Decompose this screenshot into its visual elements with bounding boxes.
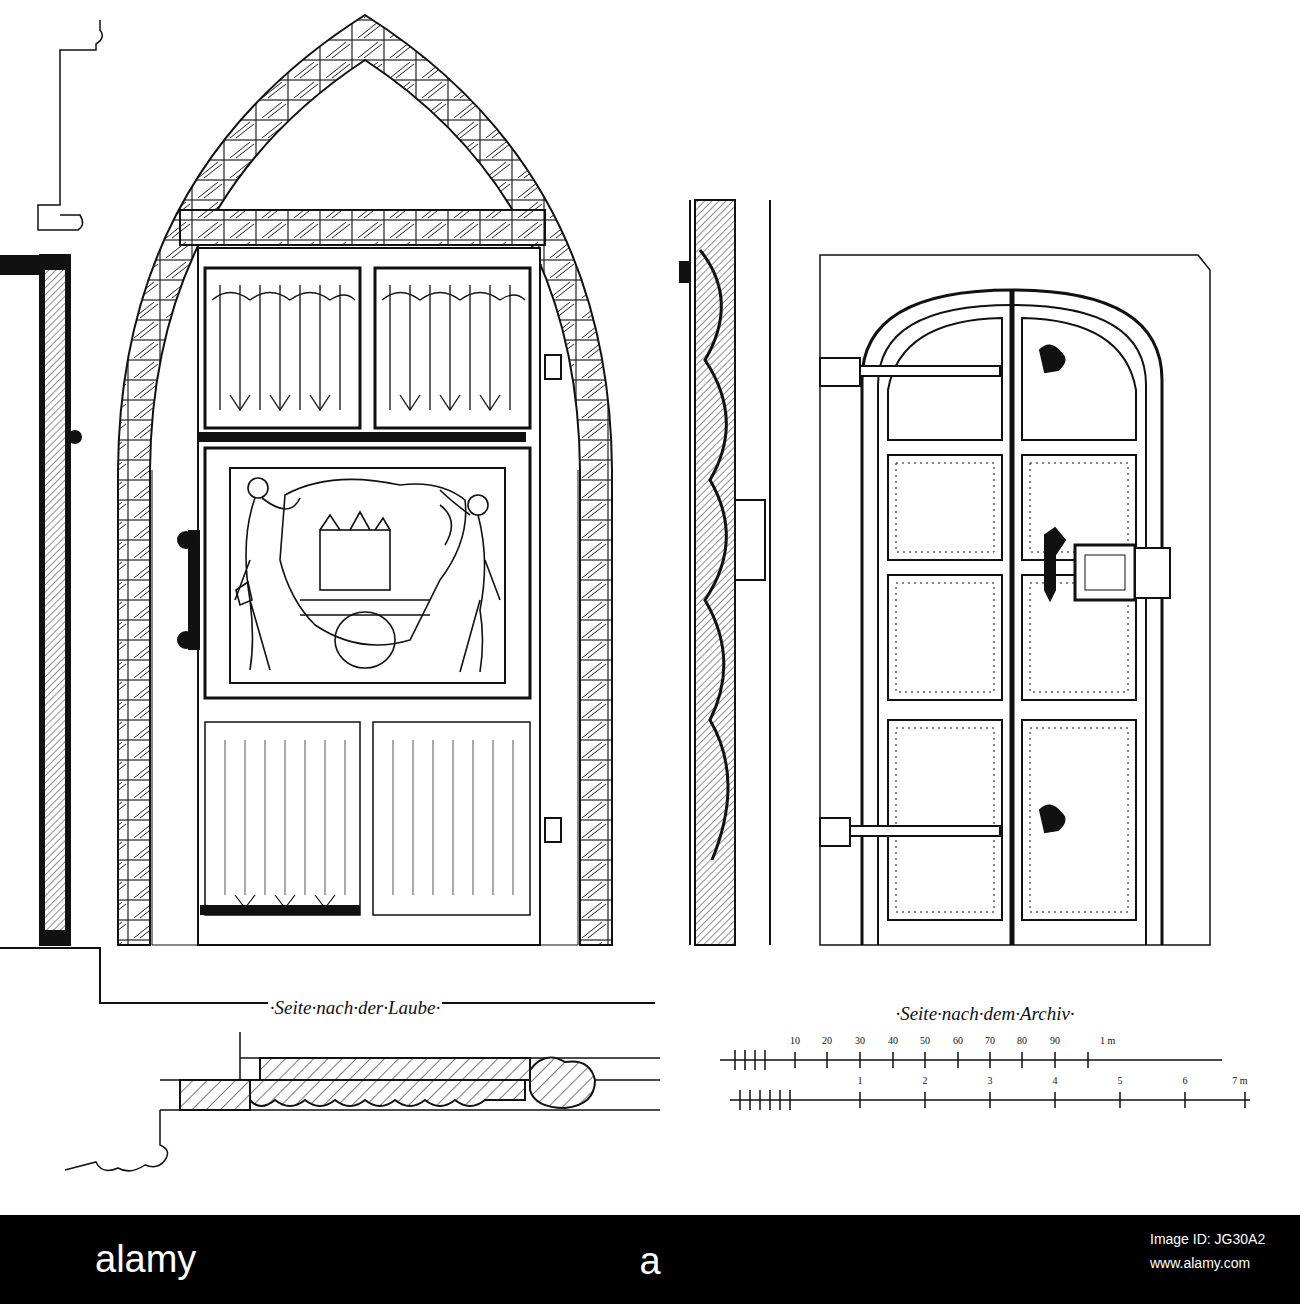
watermark-logo: a [639,1242,660,1280]
watermark-url: www.alamy.com [1150,1256,1250,1270]
scale-number: 2 [923,1076,928,1086]
view-caption: ·Seite·nach·dem·Archiv· [893,1004,1076,1023]
scale-number: 5 [1118,1076,1123,1086]
scale-number: 30 [855,1036,865,1046]
scale-number: 70 [985,1036,995,1046]
scale-number: 1 [858,1076,863,1086]
scale-number: 6 [1183,1076,1188,1086]
scale-number: 7 m [1232,1076,1247,1086]
scale-number: 1 m [1100,1036,1115,1046]
scale-number: 50 [920,1036,930,1046]
watermark-id: Image ID: JG30A2 [1150,1232,1265,1246]
watermark-logo: alamy [95,1240,196,1278]
scale-number: 40 [888,1036,898,1046]
scale-number: 90 [1050,1036,1060,1046]
scale-number: 10 [790,1036,800,1046]
scale-number: 20 [822,1036,832,1046]
scale-number: 60 [953,1036,963,1046]
view-caption: ·Seite·nach·der·Laube· [268,998,442,1017]
scale-number: 3 [988,1076,993,1086]
scale-number: 4 [1053,1076,1058,1086]
scale-number: 80 [1017,1036,1027,1046]
